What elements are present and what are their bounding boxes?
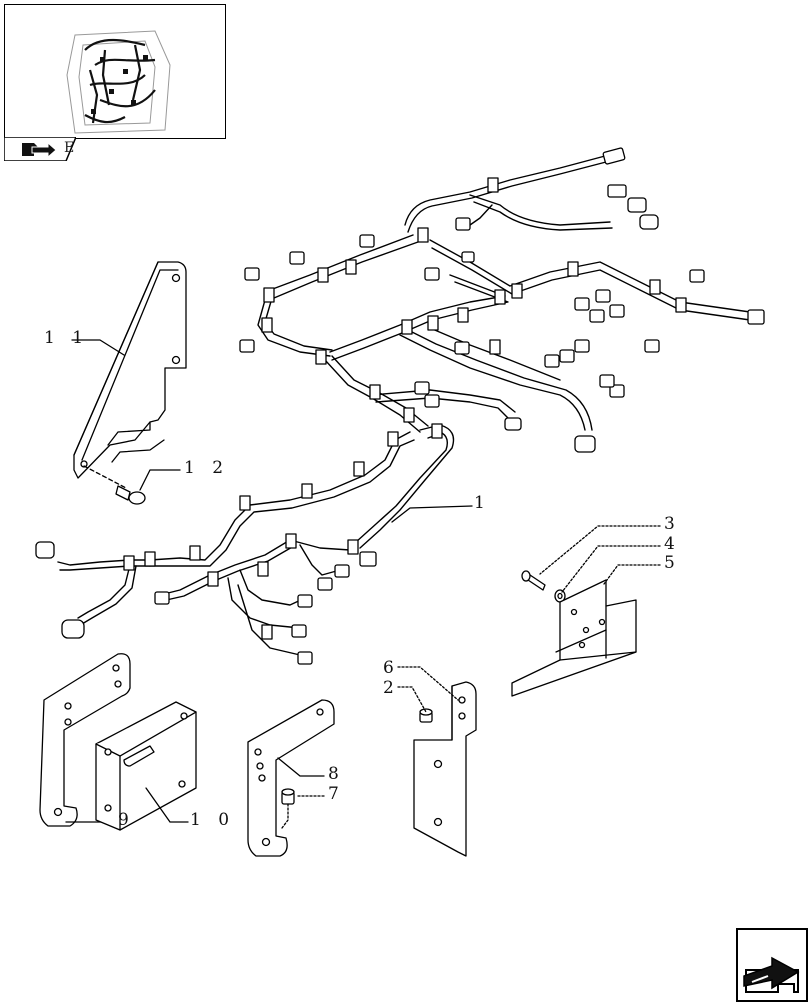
leader-line-7b — [281, 803, 289, 829]
callout-3: 3 — [664, 514, 681, 534]
leader-line-3 — [539, 525, 661, 575]
bolt-part-3[interactable] — [521, 570, 546, 591]
arrow-book-icon — [22, 141, 57, 159]
leader-line-2 — [397, 686, 427, 713]
leader-line-11 — [71, 339, 125, 356]
leader-line-6 — [397, 666, 459, 701]
locator-tab[interactable] — [4, 137, 76, 161]
next-page-button[interactable] — [736, 928, 808, 1002]
callout-5: 5 — [664, 553, 681, 573]
bracket-part-5[interactable] — [511, 579, 637, 697]
callout-12: 1 2 — [184, 458, 230, 478]
bolt-part-2[interactable] — [419, 708, 433, 723]
callout-11: 1 1 — [44, 328, 90, 348]
bolt-part-12[interactable] — [115, 485, 146, 505]
callout-7: 7 — [328, 784, 345, 804]
callout-9: 9 — [118, 810, 135, 830]
callout-1: 1 — [474, 493, 491, 513]
locator-thumbnail — [4, 4, 226, 139]
bracket-part-10[interactable] — [95, 701, 197, 831]
harness-clips — [123, 177, 687, 640]
leader-line-1 — [391, 505, 473, 523]
leader-line-4 — [561, 545, 661, 593]
callout-10: 1 0 — [190, 810, 236, 830]
callout-2: 2 — [383, 678, 400, 698]
callout-4: 4 — [664, 534, 681, 554]
bracket-part-11[interactable] — [73, 261, 187, 489]
leader-line-10 — [145, 787, 189, 823]
bracket-part-8[interactable] — [247, 699, 335, 857]
harness-connectors — [35, 147, 765, 665]
leader-line-8 — [277, 757, 325, 777]
callout-8: 8 — [328, 764, 345, 784]
leader-line-12 — [139, 469, 181, 491]
next-page-arrow-icon — [743, 956, 800, 993]
callout-6: 6 — [383, 658, 400, 678]
bolt-part-7[interactable] — [281, 788, 295, 805]
leader-line-5 — [603, 564, 661, 585]
tractor-locator-illustration — [66, 30, 171, 134]
bracket-part-9[interactable] — [39, 653, 131, 827]
locator-tab-label: E — [64, 140, 75, 156]
